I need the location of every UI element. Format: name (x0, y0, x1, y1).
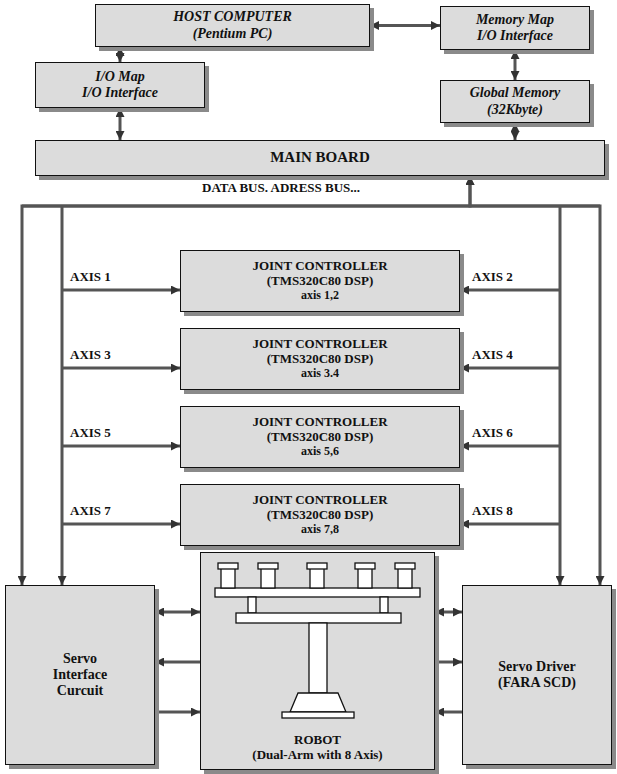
board-band: MAIN BOARD (35, 140, 605, 176)
box-title: JOINT CONTROLLER (252, 337, 387, 352)
axis-wire (460, 289, 560, 292)
arm-joint (395, 563, 415, 569)
robot-illustration (215, 563, 420, 718)
arm-joint (218, 563, 238, 569)
box-title: Servo Driver (FARA SCD) (485, 659, 589, 691)
robot-box: ROBOT(Dual-Arm with 8 Axis) (200, 552, 435, 770)
interface-box: Servo Interface Curcuit (5, 585, 155, 765)
arm-link (248, 597, 256, 613)
axis-label: AXIS 4 (470, 348, 515, 363)
box-title: HOST COMPUTER (173, 9, 292, 25)
connector-arrow (155, 661, 200, 664)
box-text: axis 1,2 (301, 289, 339, 303)
box-title: MAIN BOARD (270, 149, 370, 166)
axis-label: AXIS 2 (470, 270, 515, 285)
connector-arrow (435, 711, 462, 714)
box-title: I/O Map (95, 69, 144, 85)
connector-arrow (470, 176, 600, 585)
box-text: axis 5,6 (301, 445, 339, 459)
connector-arrow (514, 123, 517, 140)
interface-box: Memory MapI/O Interface (440, 6, 590, 50)
axis-label: AXIS 3 (68, 348, 113, 363)
box-title: Servo Interface Curcuit (39, 651, 121, 699)
base-plate (282, 712, 354, 718)
box-text: (Pentium PC) (193, 26, 273, 42)
interface-box: I/O MapI/O Interface (35, 62, 205, 108)
connector-arrow (119, 47, 122, 62)
arm-joint (307, 563, 327, 569)
controller-box: JOINT CONTROLLER(TMS320C80 DSP)axis 3.4 (180, 328, 460, 390)
host-box: HOST COMPUTER(Pentium PC) (95, 4, 370, 47)
arm-joint (398, 568, 412, 588)
connector-arrow (370, 24, 440, 27)
box-title: JOINT CONTROLLER (252, 415, 387, 430)
box-title: JOINT CONTROLLER (252, 493, 387, 508)
box-text: axis 7,8 (301, 523, 339, 537)
connector-arrow (22, 176, 470, 585)
crossbar (236, 613, 401, 623)
axis-label: AXIS 1 (68, 270, 113, 285)
box-text: (TMS320C80 DSP) (267, 352, 374, 367)
column (309, 623, 327, 693)
axis-wire (460, 367, 560, 370)
box-text: axis 3.4 (301, 367, 339, 381)
arm-rail (215, 588, 420, 597)
base (290, 693, 346, 712)
connector-arrow (435, 661, 462, 664)
bus-rail (559, 206, 562, 585)
arm-link (380, 597, 388, 613)
axis-wire (62, 367, 180, 370)
axis-label: AXIS 7 (68, 504, 113, 519)
axis-wire (62, 445, 180, 448)
connector-arrow (514, 50, 517, 80)
box-text: I/O Interface (477, 28, 553, 44)
connector-arrow (155, 711, 200, 714)
axis-label: AXIS 6 (470, 426, 515, 441)
box-text: (TMS320C80 DSP) (267, 508, 374, 523)
bus-label: DATA BUS. ADRESS BUS... (200, 181, 362, 196)
axis-label: AXIS 8 (470, 504, 515, 519)
axis-wire (460, 523, 560, 526)
controller-box: JOINT CONTROLLER(TMS320C80 DSP)axis 7,8 (180, 484, 460, 546)
memory-box: Global Memory (32Kbyte) (440, 80, 590, 123)
arm-joint (258, 563, 278, 569)
box-title: Global Memory (32Kbyte) (459, 85, 571, 117)
driver-box: Servo Driver (FARA SCD) (462, 585, 612, 765)
controller-box: JOINT CONTROLLER(TMS320C80 DSP)axis 1,2 (180, 250, 460, 312)
box-title: Memory Map (476, 12, 554, 28)
box-text: (TMS320C80 DSP) (267, 430, 374, 445)
box-title: JOINT CONTROLLER (252, 259, 387, 274)
arm-joint (310, 568, 324, 588)
robot-ground (200, 552, 435, 770)
box-text: I/O Interface (82, 85, 158, 101)
box-text: (Dual-Arm with 8 Axis) (252, 748, 382, 763)
box-title: ROBOT (294, 733, 341, 748)
axis-label: AXIS 5 (68, 426, 113, 441)
connector-arrow (119, 108, 122, 140)
bus-rail (61, 206, 64, 585)
controller-box: JOINT CONTROLLER(TMS320C80 DSP)axis 5,6 (180, 406, 460, 468)
box-text: (TMS320C80 DSP) (267, 274, 374, 289)
arm-joint (358, 568, 372, 588)
connector-arrow (155, 611, 200, 614)
arm-joint (355, 563, 375, 569)
connector-arrow (435, 611, 462, 614)
axis-wire (460, 445, 560, 448)
arm-joint (261, 568, 275, 588)
arm-joint (221, 568, 235, 588)
axis-wire (62, 523, 180, 526)
axis-wire (62, 289, 180, 292)
